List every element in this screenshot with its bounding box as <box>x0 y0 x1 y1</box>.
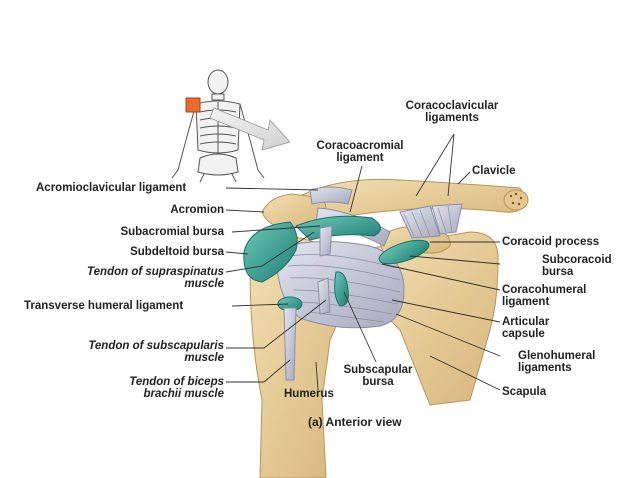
coracoclavicular-ligaments <box>399 203 463 239</box>
subscapularis-tendon-shape <box>317 277 331 315</box>
clavicle-end <box>503 189 529 211</box>
label-humerus: Humerus <box>284 388 334 400</box>
supraspinatus-tendon-shape <box>319 225 333 257</box>
label-acromioclavicular-ligament: Acromioclavicular ligament <box>36 182 187 194</box>
subacromial-bursa-shape <box>295 215 381 241</box>
label-scapula: Scapula <box>502 386 547 398</box>
subscapular-bursa-shape <box>334 271 349 307</box>
label-subacromial-bursa: Subacromial bursa <box>120 226 224 238</box>
label-clavicle: Clavicle <box>472 165 516 177</box>
callout-arrow <box>209 107 291 151</box>
label-acromion: Acromion <box>170 204 224 216</box>
biceps-tendon-shape <box>283 307 297 381</box>
label-coracoid-process: Coracoid process <box>502 236 600 248</box>
acromioclavicular-ligament-shape <box>309 186 353 205</box>
leader-lines <box>225 133 501 391</box>
label-subdeltoid-bursa: Subdeltoid bursa <box>130 246 224 258</box>
subcoracoid-bursa-shape <box>378 239 430 265</box>
label-transverse-humeral-ligament: Transverse humeral ligament <box>24 300 184 312</box>
figure-caption: (a) Anterior view <box>308 415 402 429</box>
